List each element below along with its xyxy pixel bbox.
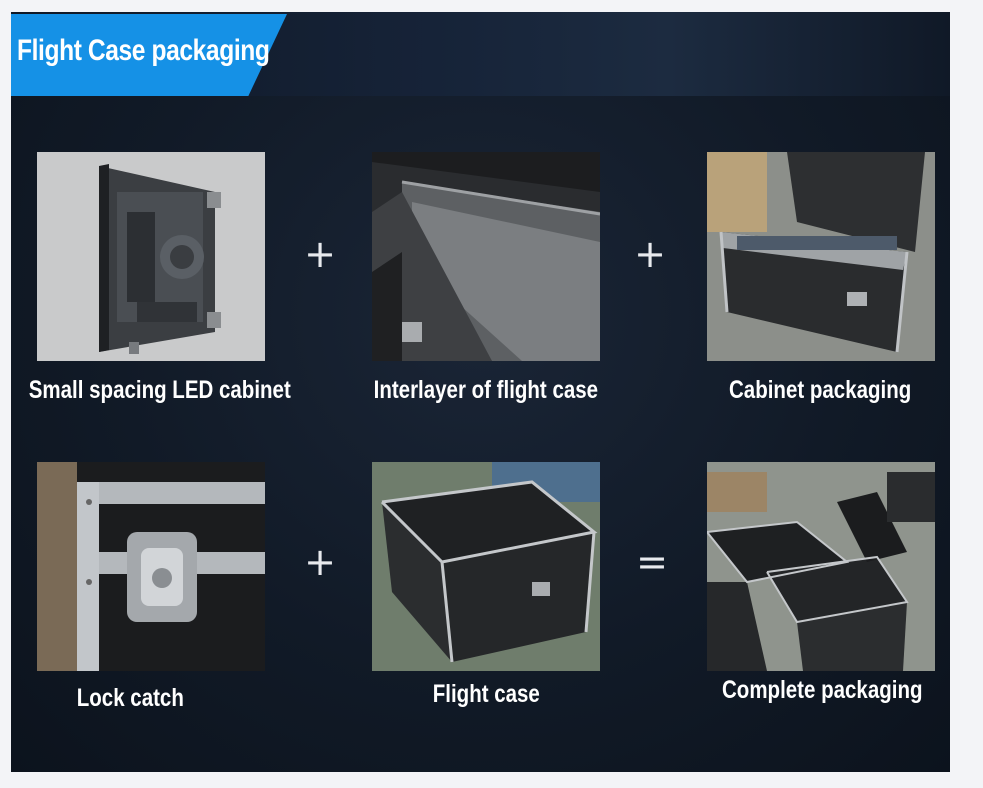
caption-led-cabinet: Small spacing LED cabinet (28, 376, 291, 404)
title-tab (11, 14, 287, 96)
page-title: Flight Case packaging (17, 34, 270, 67)
cabinet-packaging-photo (707, 152, 935, 361)
led-cabinet-photo (37, 152, 265, 361)
plus-operator: + (634, 232, 666, 276)
complete-packaging-photo (707, 462, 935, 671)
caption-flight-case: Flight case (432, 680, 540, 708)
caption-lock-catch: Lock catch (76, 684, 184, 712)
flight-case-photo (372, 462, 600, 671)
case-interlayer-photo (372, 152, 600, 361)
caption-interlayer: Interlayer of flight case (373, 376, 599, 404)
equals-operator: = (636, 540, 668, 584)
plus-operator: + (304, 232, 336, 276)
caption-complete-packaging: Complete packaging (721, 676, 923, 704)
caption-cabinet-packaging: Cabinet packaging (728, 376, 912, 404)
lock-catch-photo (37, 462, 265, 671)
plus-operator: + (304, 540, 336, 584)
